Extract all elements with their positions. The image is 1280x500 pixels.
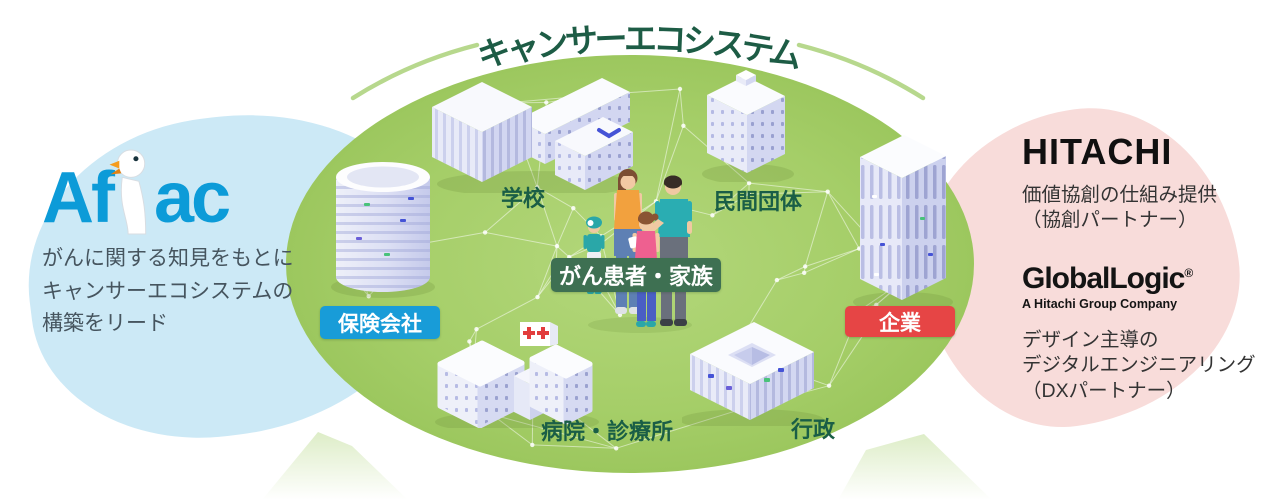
- aflac-logo: Af ac: [42, 148, 231, 238]
- hitachi-logo: HITACHI: [1022, 131, 1173, 172]
- private-org-label: 民間団体: [713, 189, 802, 214]
- aflac-description: がんに関する知見をもとに キャンサーエコシステムの 構築をリード: [42, 247, 294, 336]
- globallogic-logo-global: Global: [1022, 262, 1110, 295]
- globallogic-logo: GlobalLogic®: [1022, 262, 1193, 296]
- globallogic-subtitle: A Hitachi Group Company: [1022, 297, 1178, 311]
- globallogic-logo-logic: Logic: [1109, 262, 1185, 295]
- insurance-building-illustration: [331, 162, 435, 298]
- red-cross-sign: [520, 322, 558, 346]
- aflac-logo-suffix: ac: [153, 158, 231, 238]
- school-label: 学校: [500, 186, 545, 211]
- corporation-badge: 企業: [845, 306, 955, 337]
- registered-trademark-icon: ®: [1184, 266, 1193, 280]
- insurance-badge: 保険会社: [320, 306, 440, 339]
- government-windows: [708, 368, 784, 390]
- private-org-building-illustration: [702, 70, 794, 182]
- school-building-illustration: [432, 78, 633, 193]
- globallogic-description: デザイン主導の デジタルエンジニアリング （DXパートナー）: [1022, 329, 1256, 402]
- hitachi-description: 価値協創の仕組み提供 （協創パートナー）: [1022, 184, 1218, 232]
- corporation-building-illustration: [853, 135, 953, 312]
- hospital-building-illustration: [435, 322, 599, 428]
- government-building-illustration: [682, 322, 824, 426]
- school-roof-logo: [597, 128, 621, 139]
- aflac-duck-icon: [109, 149, 147, 235]
- hospital-label: 病院・診療所: [540, 419, 673, 444]
- government-label: 行政: [790, 417, 835, 442]
- family-illustration: [583, 169, 692, 333]
- family-badge: がん患者・家族: [551, 258, 721, 292]
- corporation-windows: [872, 195, 933, 276]
- aflac-logo-prefix: Af: [42, 158, 115, 238]
- insurance-windows: [356, 197, 414, 256]
